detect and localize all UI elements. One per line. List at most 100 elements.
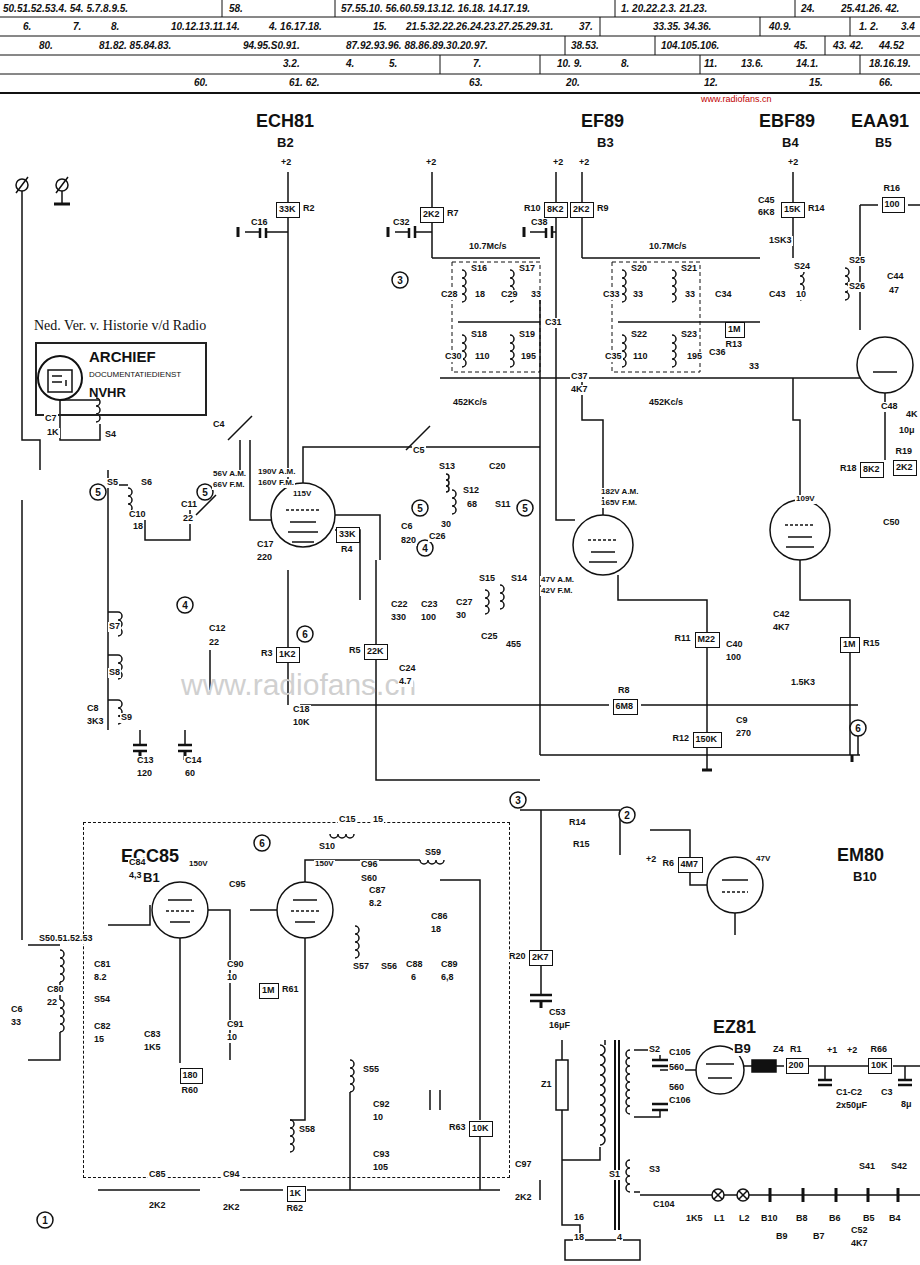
resistor-name: R66 — [871, 1045, 888, 1055]
part-label: Ned. Ver. v. Historie v/d Radio — [33, 318, 207, 333]
ground-stub — [140, 227, 852, 1008]
switch-position-list: 33.35. 34.36. — [652, 21, 712, 32]
resistor-name: R60 — [182, 1086, 199, 1096]
part-label: 110 — [474, 352, 491, 362]
fuse-symbol — [556, 1060, 568, 1110]
part-label: C40 — [725, 640, 744, 650]
switch-position-list: 80. — [38, 40, 54, 51]
switch-position-list: 104.105.106. — [660, 40, 720, 51]
part-label: 150V — [314, 860, 335, 869]
part-label: C25 — [480, 632, 499, 642]
part-label: S16 — [470, 264, 488, 274]
tube-EF89 — [573, 515, 633, 575]
tube-ECC85 — [277, 882, 333, 938]
part-label: C94 — [222, 1170, 241, 1180]
switch-position-list: 4. — [345, 58, 355, 69]
part-label: 15 — [372, 815, 384, 825]
archive-stamp-icon — [38, 356, 82, 400]
switch-position-list: 45. — [793, 40, 809, 51]
tube-ECC85 — [152, 882, 208, 938]
part-label: C90 — [226, 960, 245, 970]
callout-number: 4 — [422, 543, 428, 554]
part-label: 820 — [400, 536, 417, 546]
resistor-symbol: 33KR2 — [276, 202, 300, 218]
part-label: C29 — [500, 290, 519, 300]
resistor-value: 10K — [472, 1124, 489, 1134]
switch-position-list: 10. 9. — [556, 58, 583, 69]
resistor-name: R5 — [349, 646, 361, 656]
tube-electrodes — [168, 372, 897, 1078]
resistor-value: 1M — [843, 640, 856, 650]
switch-position-list: 57.55.10. 56.60.59.13.12. 16.18. 14.17.1… — [340, 3, 531, 14]
ground-bar — [54, 203, 70, 206]
part-label: 330 — [390, 613, 407, 623]
part-label: R14 — [568, 818, 587, 828]
tuner-unit: ECC85B11MR61180R6010KR631KR62 — [83, 822, 510, 1178]
part-label: 105 — [372, 1163, 389, 1173]
switch-position-list: 25.41.26. 42. — [840, 3, 900, 14]
part-label: 3K3 — [86, 717, 105, 727]
watermark: www.radiofans.cn — [700, 95, 773, 105]
part-label: +2 — [552, 158, 564, 168]
resistor-symbol: 2K2R9 — [570, 202, 594, 218]
part-label: S10 — [318, 842, 336, 852]
part-label: S57 — [352, 962, 370, 972]
part-label: 165V F.M. — [600, 499, 638, 508]
switch-position-list: 66. — [878, 77, 894, 88]
part-label: +2 — [645, 855, 657, 865]
resistor-symbol: 200R1 — [786, 1058, 809, 1074]
resistor-symbol: 8K2R18 — [860, 462, 884, 478]
part-label: C20 — [488, 462, 507, 472]
resistor-value: 180 — [183, 1071, 198, 1081]
part-label: C30 — [444, 352, 463, 362]
switch-position-list: 1. 2. — [858, 21, 879, 32]
part-label: C14 — [184, 756, 203, 766]
part-label: +2 — [787, 158, 799, 168]
part-label: C5 — [412, 446, 426, 456]
tube-label: EM80 — [836, 846, 885, 866]
switch-position-list: 14.1. — [795, 58, 819, 69]
part-label: C22 — [390, 600, 409, 610]
part-label: 33 — [10, 1018, 22, 1028]
part-label: C96 — [360, 860, 379, 870]
part-label: C43 — [768, 290, 787, 300]
resistor-symbol: 1MR61 — [259, 983, 279, 999]
resistor-name: R20 — [509, 952, 526, 962]
part-label: 33 — [530, 290, 542, 300]
resistor-value: M22 — [698, 635, 716, 645]
resistor-value: 2K2 — [573, 205, 590, 215]
part-label: S17 — [518, 264, 536, 274]
resistor-name: R10 — [524, 204, 541, 214]
callout-number: 2 — [624, 810, 630, 821]
part-label: 2x50μF — [835, 1101, 868, 1111]
part-label: 115V — [292, 490, 312, 499]
callout-number: 6 — [302, 629, 308, 640]
resistor-symbol: 180R60 — [180, 1068, 203, 1084]
part-label: C89 — [440, 960, 459, 970]
callout-number: 5 — [417, 503, 423, 514]
resistor-value: 1K — [290, 1189, 302, 1199]
callout-number: 3 — [397, 275, 403, 286]
node-text: NVHR — [89, 386, 126, 400]
part-label: C42 — [772, 610, 791, 620]
resistor-name: R2 — [303, 204, 315, 214]
part-label: C91 — [226, 1020, 245, 1030]
part-label: 18 — [474, 290, 486, 300]
switch-position-list: 12. — [703, 77, 719, 88]
part-label: C52 — [850, 1226, 869, 1236]
part-label: 109V — [795, 495, 816, 504]
switch-position-list: 6. — [22, 21, 32, 32]
part-label: C16 — [250, 218, 269, 228]
switch-position-list: 4. 16.17.18. — [268, 21, 323, 32]
part-label: C87 — [368, 886, 387, 896]
part-label: B8 — [795, 1214, 809, 1224]
part-label: 42V F.M. — [540, 587, 574, 596]
resistor-value: 2K2 — [896, 463, 913, 473]
switch-position-list: 21.5.32.22.26.24.23.27.25.29.31. — [405, 21, 554, 32]
can-outline — [452, 262, 700, 372]
switch-position-list: 3.2. — [282, 58, 301, 69]
part-label: 452Kc/s — [452, 398, 488, 408]
part-label: +2 — [578, 158, 590, 168]
watermark: www.radiofans.cn — [180, 668, 417, 701]
part-label: C8 — [86, 704, 100, 714]
